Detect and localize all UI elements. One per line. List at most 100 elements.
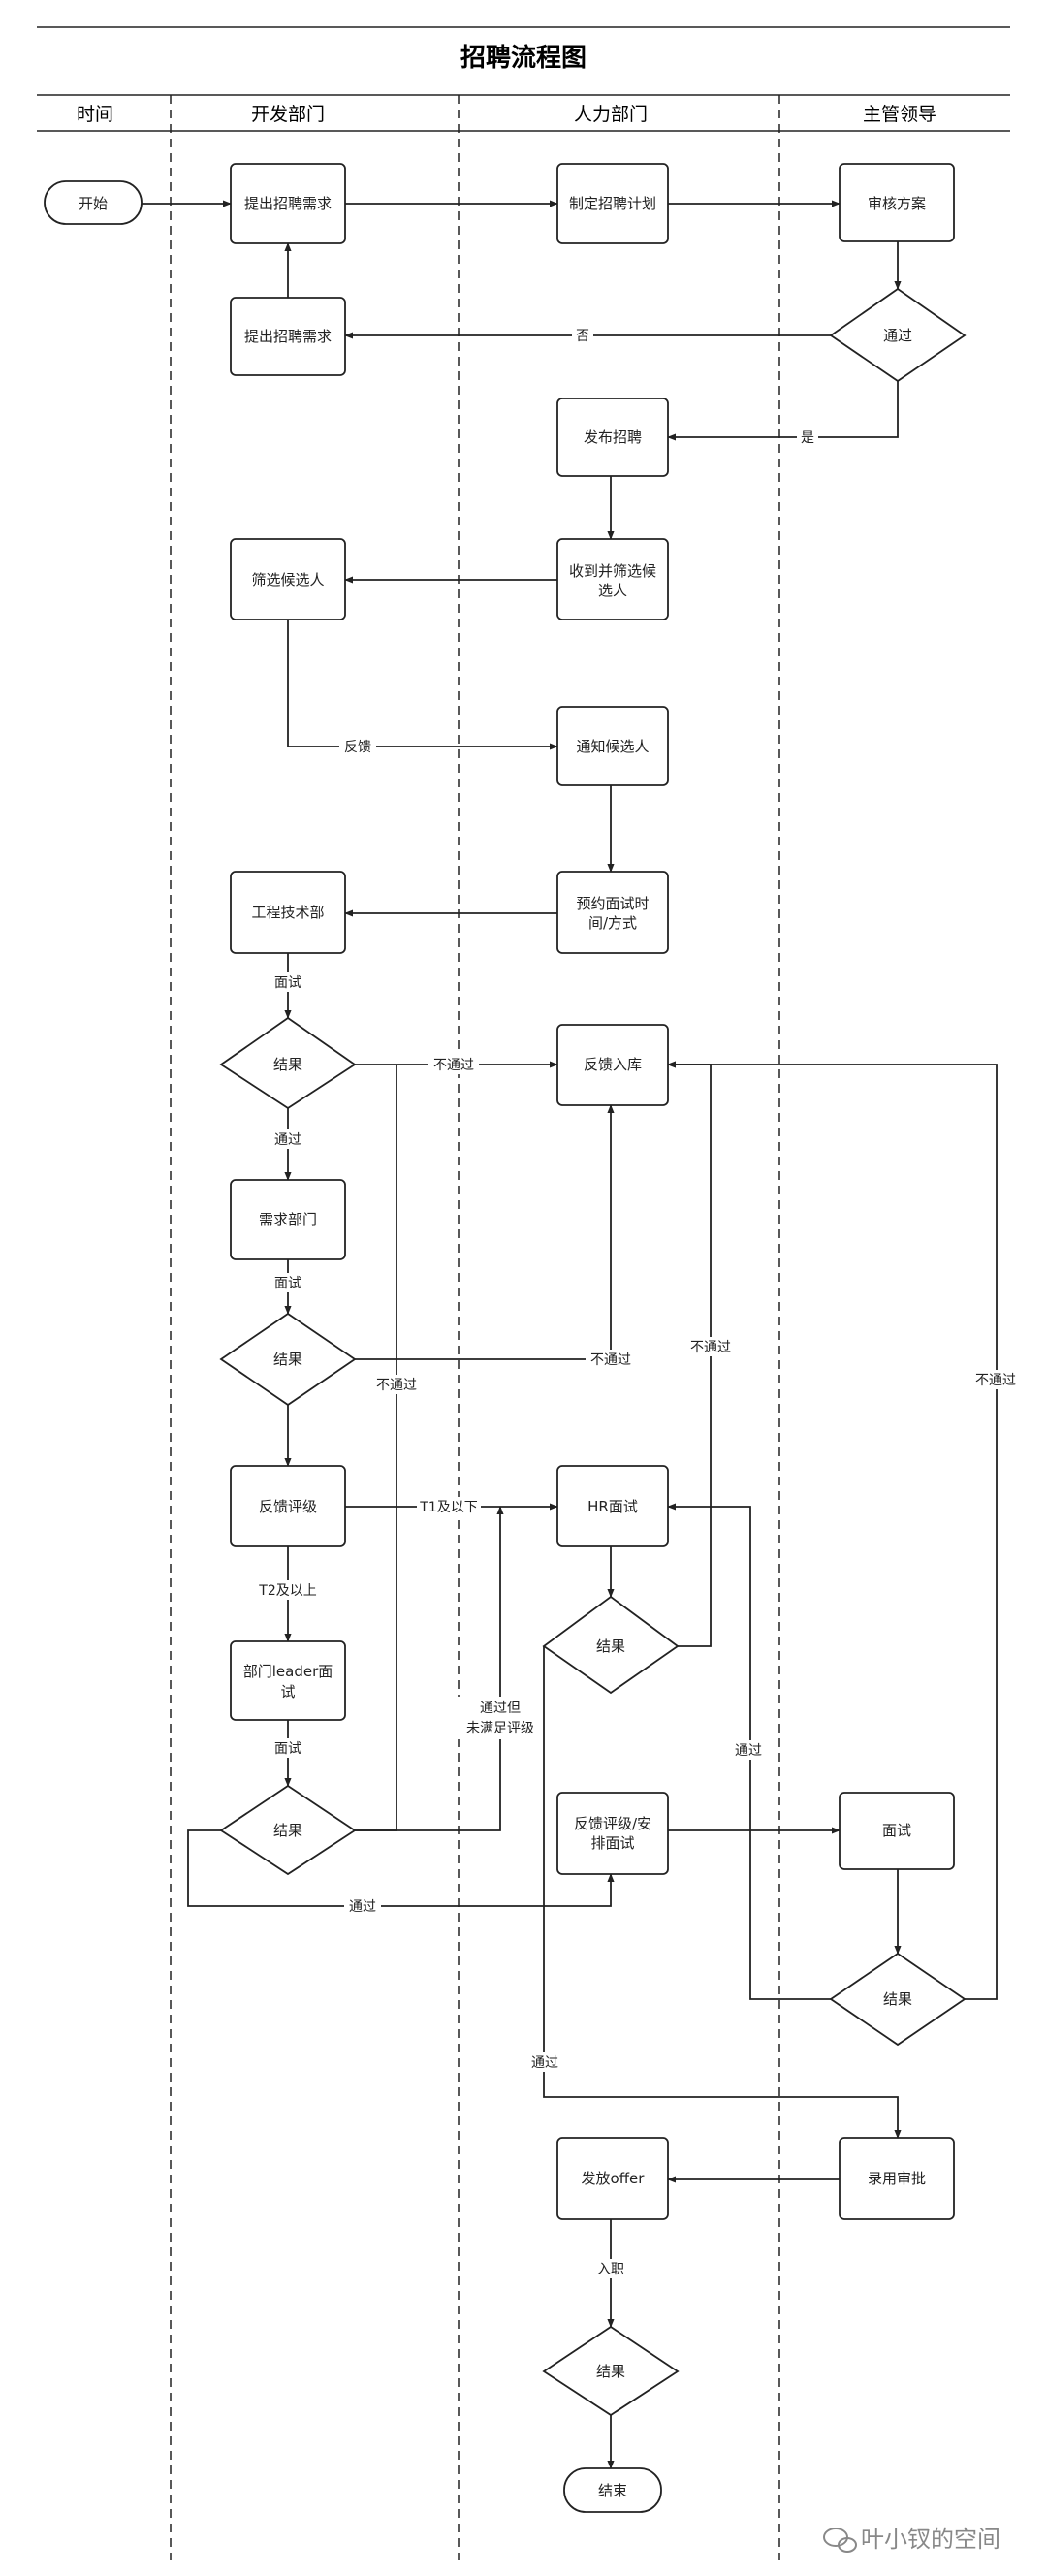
lead-interview-label: 面试 [882,1822,911,1839]
start-terminal [44,180,143,225]
dev-rating-box [230,1465,346,1547]
dev-result2-diamond [219,1312,357,1407]
wechat-icon [823,2528,857,2553]
lane-header-time: 时间 [77,104,113,125]
edge-label-interview1: 面试 [274,975,301,991]
edge-label-fail-lead: 不通过 [975,1373,1016,1388]
hr-result-diamond [542,1595,680,1695]
lead-result-diamond [829,1952,967,2047]
edge-result3-partial [355,1506,504,1831]
hr-notify-label: 通知候选人 [576,738,649,755]
node-labels: 开始 提出招聘需求 制定招聘计划 审核方案 提出招聘需求 通过 发布招聘 收到并… [79,195,926,2499]
lead-interview-box [839,1792,955,1870]
hr-offer-box [556,2137,669,2220]
dev-leader-box [230,1640,346,1721]
hr-result-label: 结果 [596,1638,625,1655]
hr-publish-box [556,398,669,477]
hr-interview-box [556,1465,669,1547]
lane-header-hr: 人力部门 [574,104,648,125]
end-terminal [563,2467,662,2513]
lead-review-box [839,163,955,242]
lane-dividers [170,95,780,2560]
edge-hr-result-pass [543,1646,902,2139]
dev-result2-label: 结果 [273,1351,302,1368]
dev-req2-box [230,297,346,376]
edge-label-no: 否 [576,329,589,344]
edge-label-t1: T1及以下 [419,1500,477,1515]
dev-req1-box [230,163,346,244]
edge-label-interview3: 面试 [274,1741,301,1757]
lead-pass-label: 通过 [883,327,912,344]
edge-result3-fail [355,1065,397,1831]
dev-result1-label: 结果 [273,1056,302,1073]
dev-demand-box [230,1179,346,1260]
watermark-text: 叶小钗的空间 [861,2526,1000,2553]
hr-rating-label-1: 反馈评级/安 [574,1815,651,1832]
edge-result2-fail [355,1104,615,1360]
edge-label-yes: 是 [801,430,814,446]
dev-req1-label: 提出招聘需求 [244,195,332,212]
hr-rating-box [556,1792,669,1875]
dev-req2-label: 提出招聘需求 [244,328,332,345]
dev-leader-label-2: 试 [280,1683,295,1701]
lead-result-label: 结果 [883,1990,912,2008]
edge-pass-yes [667,381,899,441]
hr-feedback-db-label: 反馈入库 [584,1056,642,1073]
dev-demand-label: 需求部门 [259,1211,317,1228]
lane-header-lead: 主管领导 [863,104,936,125]
hr-schedule-label-1: 预约面试时 [576,895,649,912]
lead-review-label: 审核方案 [868,195,926,212]
diagram-title: 招聘流程图 [460,44,587,73]
edge-label-pass-dev3: 通过 [349,1899,376,1915]
dev-leader-label-1: 部门leader面 [243,1663,333,1680]
edge-label-pass-partial-2: 未满足评级 [466,1721,534,1736]
edge-label-onboard: 入职 [597,2262,624,2277]
dev-eng-label: 工程技术部 [251,904,324,921]
hr-result-final-diamond [542,2325,680,2417]
dev-rating-label: 反馈评级 [259,1498,317,1515]
hr-rating-label-2: 排面试 [590,1834,634,1852]
hr-feedback-db-box [556,1024,669,1106]
edge-lead-result-fail [667,1061,998,2000]
dev-screen-label: 筛选候选人 [251,571,324,588]
edge-label-fail3: 不通过 [376,1378,417,1393]
edge-label-feedback: 反馈 [344,740,371,755]
hr-collect-label-1: 收到并筛选候 [569,562,656,580]
dev-screen-box [230,538,346,620]
dev-result3-diamond [219,1784,357,1876]
edge-label-t2: T2及以上 [258,1583,316,1599]
dev-eng-box [230,871,346,954]
hr-plan-box [556,163,669,244]
hr-plan-label: 制定招聘计划 [569,195,656,212]
hr-publish-label: 发布招聘 [584,429,642,446]
watermark: 叶小钗的空间 [823,2526,1000,2553]
start-label: 开始 [79,195,108,212]
edge-label-fail2: 不通过 [590,1352,631,1368]
dev-result3-label: 结果 [273,1822,302,1839]
hr-interview-label: HR面试 [587,1498,638,1515]
hr-collect-box [556,538,669,620]
hr-result-final-label: 结果 [596,2363,625,2380]
edge-label-interview2: 面试 [274,1276,301,1291]
hr-schedule-label-2: 间/方式 [588,914,637,932]
edge-label-fail1: 不通过 [433,1058,474,1073]
edge-screen-notify [287,620,558,750]
node-shapes [44,163,967,2513]
edge-labels: 否 是 反馈 面试 不通过 通过 面试 不通过 不通过 T1及以下 T2及以上 … [258,329,1016,2277]
hr-schedule-box [556,871,669,954]
edge-label-pass-lead: 通过 [735,1743,762,1759]
edge-result3-pass [187,1829,615,1907]
lead-pass-diamond [829,287,967,383]
end-label: 结束 [598,2482,627,2499]
diagram-header: 招聘流程图 时间 开发部门 人力部门 主管领导 [37,26,1010,132]
edge-label-pass-hr: 通过 [531,2055,558,2071]
dev-result1-diamond [219,1016,357,1110]
lane-header-dev: 开发部门 [251,104,325,125]
edge-label-backgrounds [254,326,1021,2278]
lead-approve-box [839,2137,955,2220]
hr-collect-label-2: 选人 [598,582,627,599]
edge-label-pass-partial-1: 通过但 [480,1701,521,1716]
edge-label-pass1: 通过 [274,1132,301,1148]
hr-offer-label: 发放offer [582,2170,646,2187]
